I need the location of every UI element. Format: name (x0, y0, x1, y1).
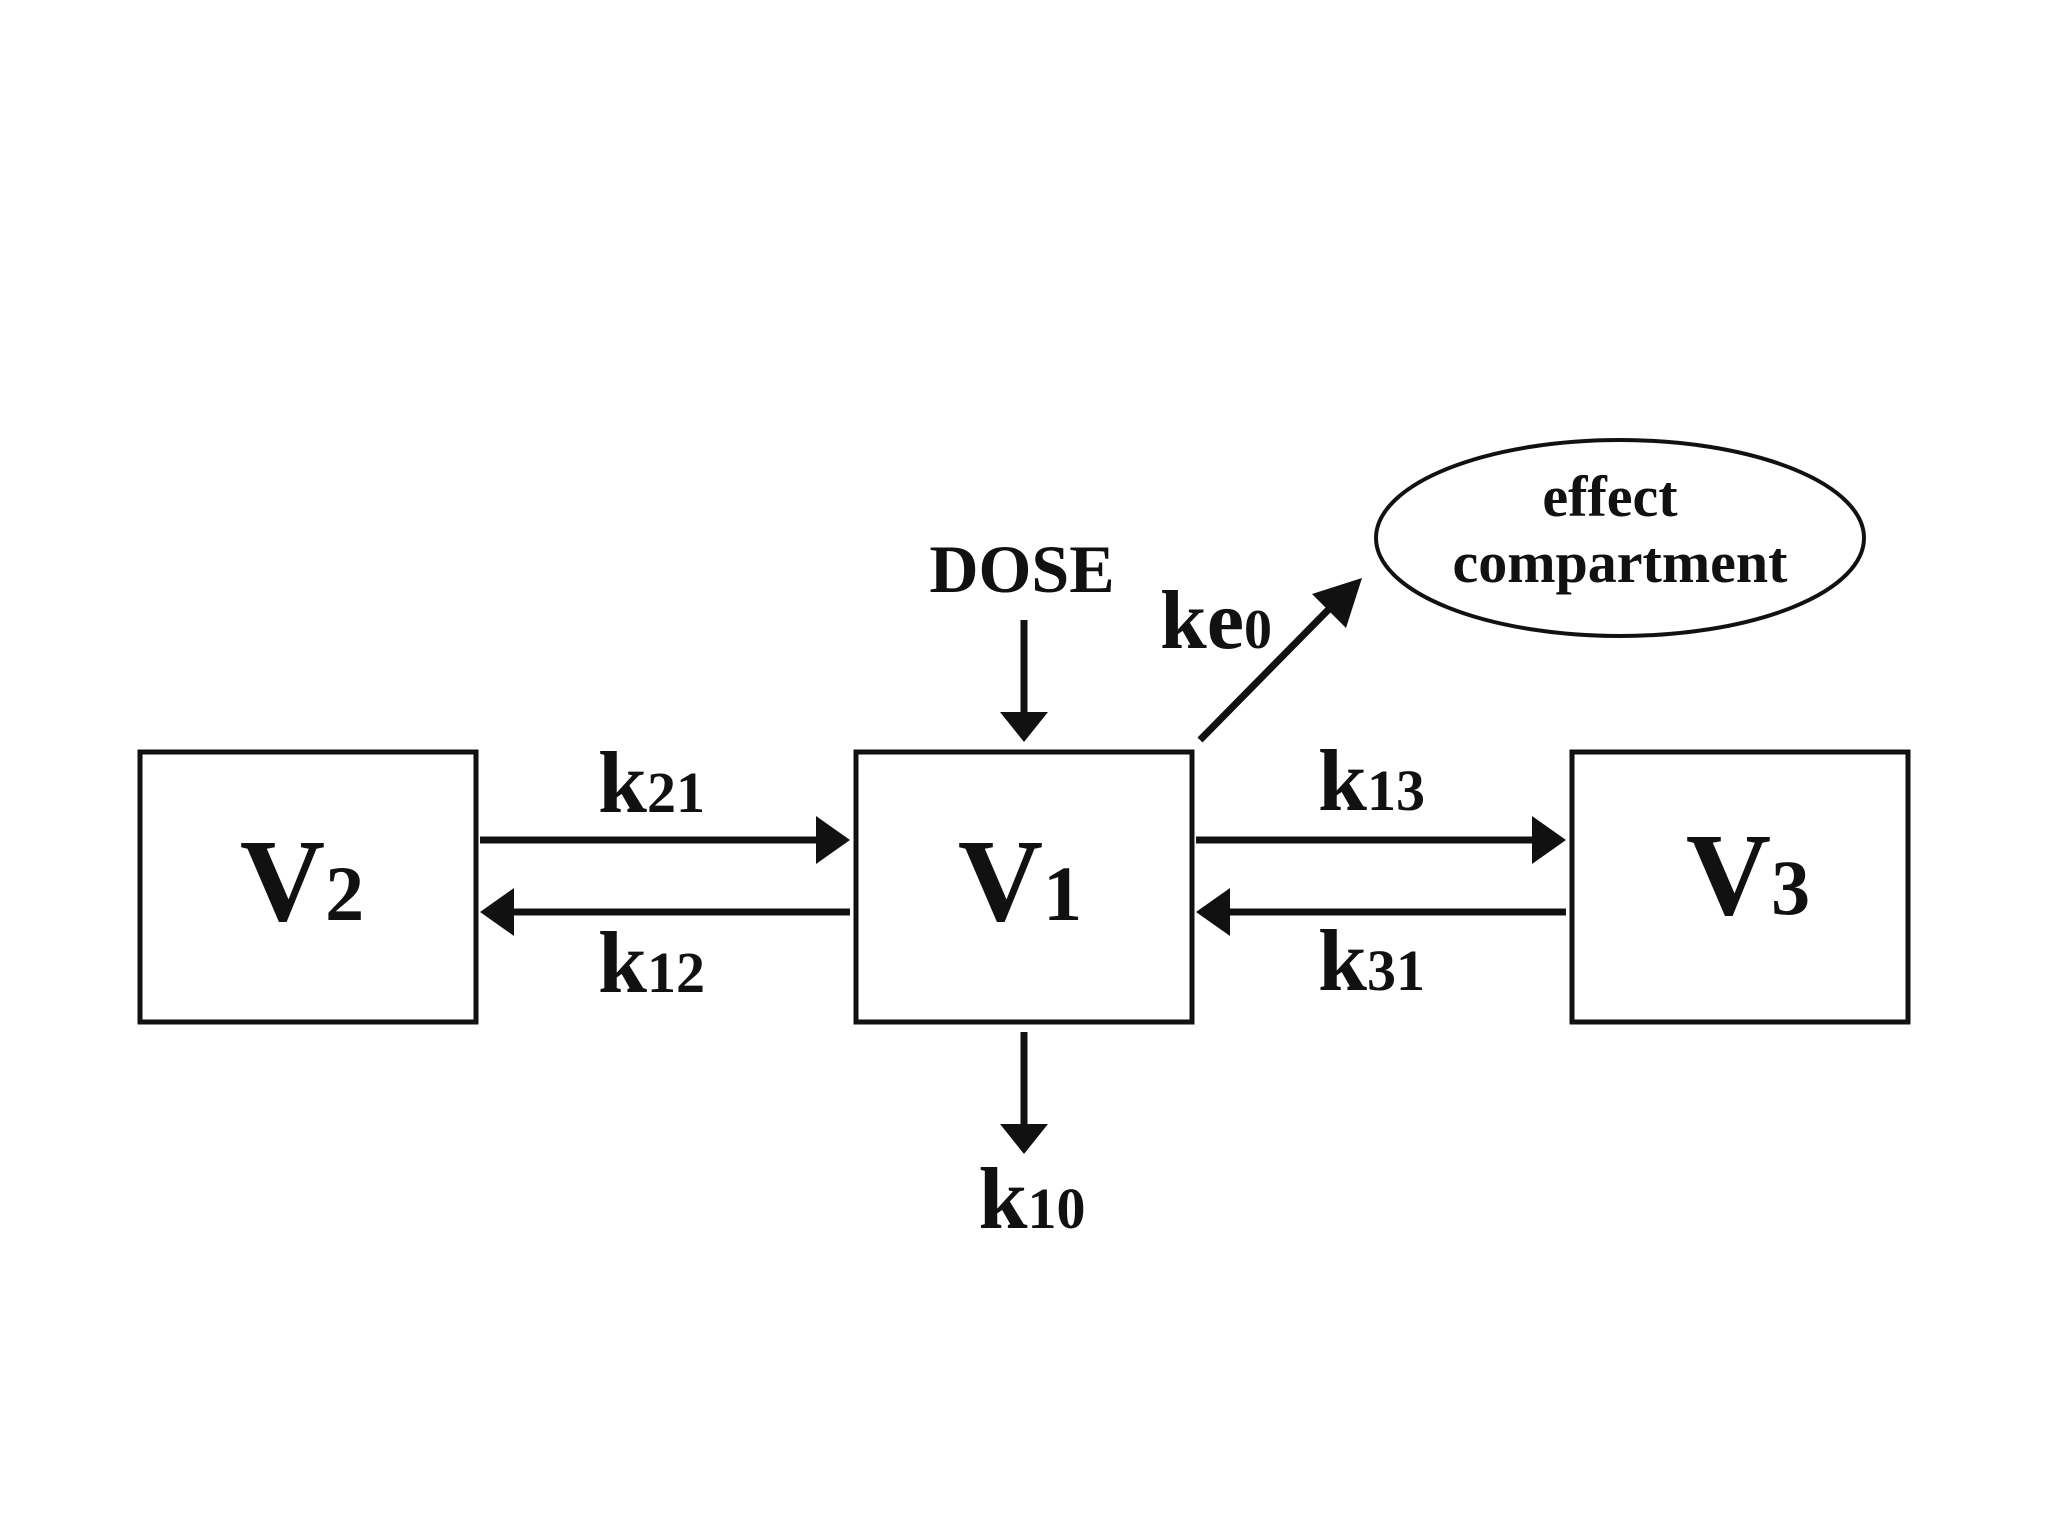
compartment-v1: V1 (853, 749, 1195, 1025)
k31-arrow (1196, 888, 1566, 936)
k10-arrow (1000, 1032, 1048, 1154)
compartment-v3-sub: 3 (1771, 844, 1810, 931)
compartment-v1-label: V1 (958, 815, 1082, 946)
k21-sub: 21 (647, 760, 705, 825)
k21-main: k (598, 735, 647, 832)
k21-arrow (480, 816, 850, 864)
k31-main: k (1318, 913, 1367, 1010)
effect-compartment-line1: effect (1542, 464, 1678, 529)
k12-arrow (480, 888, 850, 936)
effect-compartment: effect compartment (1374, 438, 1866, 638)
k13-arrow (1196, 816, 1566, 864)
compartment-v1-sub: 1 (1043, 850, 1082, 937)
k21-label: k21 (598, 735, 705, 832)
dose-arrow (1000, 620, 1048, 742)
k31-sub: 31 (1367, 938, 1425, 1003)
compartment-v2-label: V2 (240, 815, 364, 946)
k13-main: k (1318, 733, 1367, 830)
compartment-v3-label: V3 (1686, 809, 1810, 940)
compartment-v2-main: V (240, 815, 325, 946)
ke0-sub: 0 (1244, 599, 1272, 661)
dose-label: DOSE (929, 531, 1114, 607)
compartment-v3-main: V (1686, 809, 1771, 940)
compartment-v2-sub: 2 (325, 850, 364, 937)
k10-main: k (979, 1151, 1028, 1248)
k10-label: k10 (979, 1151, 1086, 1248)
k10-sub: 10 (1027, 1176, 1085, 1241)
compartment-v2: V2 (137, 749, 479, 1025)
k12-sub: 12 (647, 940, 705, 1005)
compartment-v2-box (137, 749, 479, 1025)
ke0-arrow (1197, 578, 1362, 743)
compartment-v3-box (1569, 749, 1911, 1025)
ke0-main: ke (1160, 574, 1244, 667)
compartment-v1-box (853, 749, 1195, 1025)
compartment-v3: V3 (1569, 749, 1911, 1025)
k13-label: k13 (1318, 733, 1425, 830)
effect-compartment-line2: compartment (1452, 530, 1788, 595)
k31-label: k31 (1318, 913, 1425, 1010)
compartment-v1-main: V (958, 815, 1043, 946)
k12-label: k12 (598, 915, 705, 1012)
ke0-label: ke0 (1160, 574, 1272, 667)
k13-sub: 13 (1367, 758, 1425, 823)
effect-compartment-ellipse (1374, 438, 1866, 638)
k12-main: k (598, 915, 647, 1012)
